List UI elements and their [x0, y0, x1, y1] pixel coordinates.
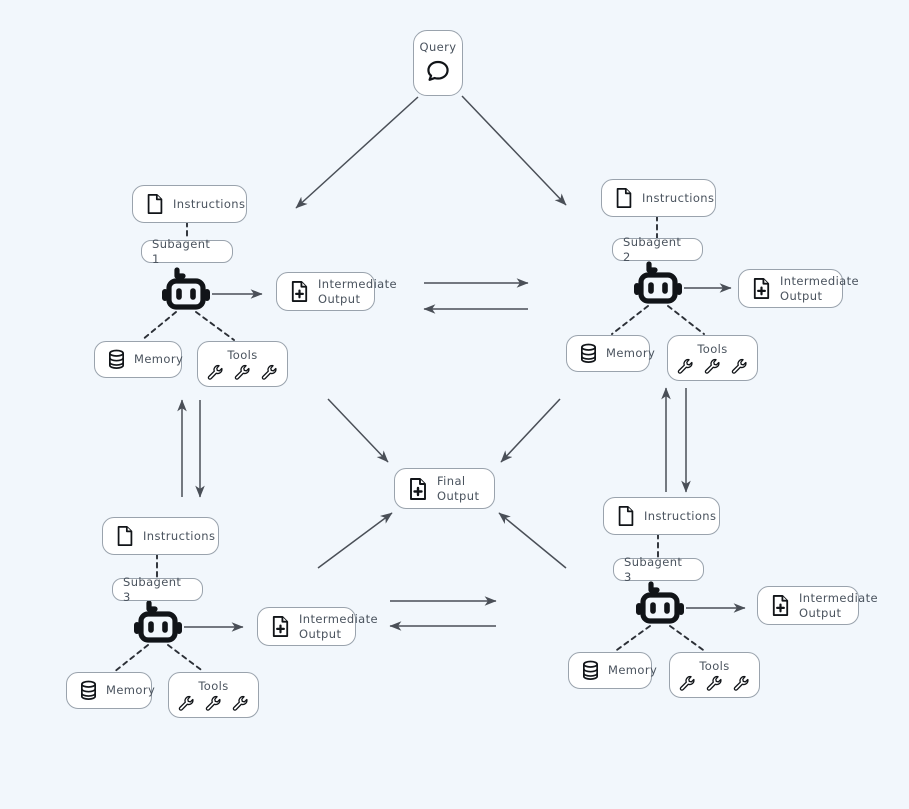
subagent-4-label: Subagent 3 [624, 555, 683, 584]
node-subagent-4-title[interactable]: Subagent 3 [613, 555, 704, 584]
database-icon [580, 343, 597, 364]
tools-4-wrench-row [679, 675, 750, 692]
node-tools-4[interactable]: Tools [669, 652, 760, 698]
wrench-icon [704, 359, 720, 375]
node-intermediate-output-3[interactable]: Intermediate Output [257, 607, 378, 646]
edge-subagent3-to-final-output [317, 512, 393, 569]
document-plus-icon [410, 477, 426, 500]
document-plus-icon [772, 595, 789, 616]
document-icon [618, 505, 634, 527]
wrench-icon [234, 365, 250, 381]
node-subagent-3-title[interactable]: Subagent 3 [112, 575, 203, 604]
dashed-agent2-to-tools [667, 305, 705, 335]
intermediate-output-1-label: Intermediate Output [318, 277, 397, 306]
tools-2-wrench-row [677, 358, 748, 375]
wrench-icon [205, 696, 221, 712]
final-output-label: Final Output [437, 474, 480, 503]
intermediate-output-4-label: Intermediate Output [799, 591, 878, 620]
wrench-icon [677, 359, 693, 375]
wrench-icon [178, 696, 194, 712]
wrench-icon [706, 676, 722, 692]
node-intermediate-output-4[interactable]: Intermediate Output [757, 586, 878, 625]
database-icon [108, 349, 125, 370]
intermediate-output-3-label: Intermediate Output [299, 612, 378, 641]
edge-subagent4-to-final-output [498, 512, 567, 569]
edge-query-to-subagent-2 [461, 95, 567, 206]
node-final-output[interactable]: Final Output [394, 468, 495, 509]
tools-1-label: Tools [227, 348, 258, 362]
node-intermediate-output-1[interactable]: Intermediate Output [276, 272, 397, 311]
node-instructions-2[interactable]: Instructions [601, 179, 716, 217]
database-icon [80, 680, 97, 701]
node-query[interactable]: Query [413, 30, 463, 96]
dashed-agent1-to-tools [195, 311, 235, 341]
subagent-3-label: Subagent 3 [123, 575, 182, 604]
dashed-agent1-to-memory [141, 311, 177, 341]
query-label: Query [419, 39, 457, 54]
tools-1-wrench-row [207, 364, 278, 381]
document-icon [117, 525, 133, 547]
dashed-agent4-to-memory [613, 625, 651, 653]
subagent-1-label: Subagent 1 [152, 237, 211, 266]
node-memory-3[interactable]: Memory [66, 672, 156, 709]
document-icon [147, 193, 163, 215]
node-tools-1[interactable]: Tools [197, 341, 288, 387]
instructions-3-label: Instructions [143, 528, 216, 543]
document-plus-icon [291, 281, 308, 302]
dashed-agent3-to-memory [113, 644, 149, 673]
tools-2-label: Tools [697, 342, 728, 356]
document-icon [616, 187, 632, 209]
node-subagent-1-title[interactable]: Subagent 1 [141, 237, 233, 266]
subagent-2-label: Subagent 2 [623, 235, 682, 264]
wrench-icon [261, 365, 277, 381]
dashed-agent2-to-memory [611, 305, 649, 335]
memory-2-label: Memory [606, 346, 656, 361]
memory-4-label: Memory [608, 663, 658, 678]
document-plus-icon [753, 278, 770, 299]
node-memory-4[interactable]: Memory [568, 652, 657, 689]
edge-query-to-subagent-1 [295, 96, 419, 209]
dashed-agent4-to-tools [669, 625, 707, 653]
edge-subagent2-to-final-output [500, 398, 561, 463]
tools-3-wrench-row [178, 695, 249, 712]
instructions-4-label: Instructions [644, 508, 717, 523]
wrench-icon [207, 365, 223, 381]
node-instructions-3[interactable]: Instructions [102, 517, 219, 555]
node-instructions-1[interactable]: Instructions [132, 185, 247, 223]
document-plus-icon [272, 616, 289, 637]
tools-4-label: Tools [699, 659, 730, 673]
wrench-icon [679, 676, 695, 692]
node-instructions-4[interactable]: Instructions [603, 497, 720, 535]
robot-icon-group [134, 261, 684, 643]
database-icon [582, 660, 599, 681]
wrench-icon [733, 676, 749, 692]
dashed-agent3-to-tools [167, 644, 205, 673]
node-subagent-2-title[interactable]: Subagent 2 [612, 235, 703, 264]
wrench-icon [731, 359, 747, 375]
node-memory-1[interactable]: Memory [94, 341, 184, 378]
node-memory-2[interactable]: Memory [566, 335, 655, 372]
node-tools-2[interactable]: Tools [667, 335, 758, 381]
node-tools-3[interactable]: Tools [168, 672, 259, 718]
speech-bubble-icon [427, 61, 449, 82]
memory-1-label: Memory [134, 352, 184, 367]
node-intermediate-output-2[interactable]: Intermediate Output [738, 269, 859, 308]
tools-3-label: Tools [198, 679, 229, 693]
intermediate-output-2-label: Intermediate Output [780, 274, 859, 303]
memory-3-label: Memory [106, 683, 156, 698]
edge-subagent1-to-final-output [327, 398, 389, 463]
instructions-2-label: Instructions [642, 190, 715, 205]
instructions-1-label: Instructions [173, 196, 246, 211]
wrench-icon [232, 696, 248, 712]
